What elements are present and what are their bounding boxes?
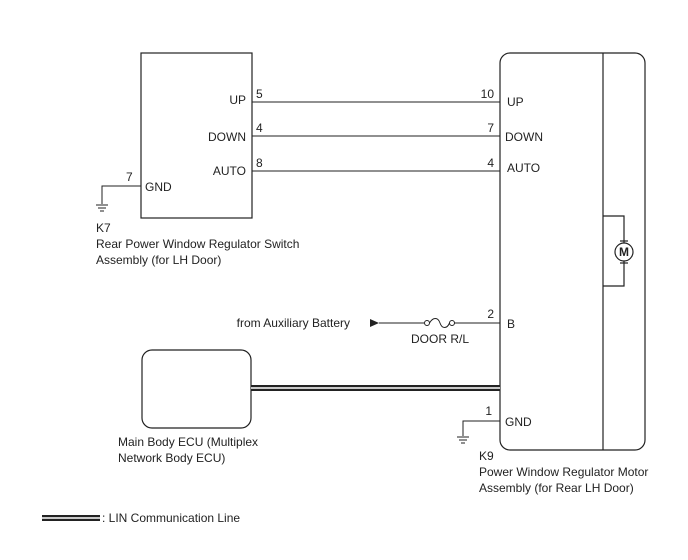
battery-source-label: from Auxiliary Battery xyxy=(237,316,350,330)
fuse-element xyxy=(429,318,450,328)
switch-pin-auto-label: AUTO xyxy=(213,164,246,178)
motor-symbol-letter: M xyxy=(619,245,629,259)
ecu-name-line1: Main Body ECU (Multiplex xyxy=(118,435,258,449)
motor-pin-auto-num: 4 xyxy=(487,156,494,170)
motor-gnd-wire xyxy=(462,420,500,436)
motor-pin-down-label: DOWN xyxy=(505,130,543,144)
motor-assembly-box xyxy=(499,52,646,451)
switch-connector-id: K7 xyxy=(96,221,111,235)
fuse-label: DOOR R/L xyxy=(411,332,469,346)
switch-gnd-label: GND xyxy=(145,180,172,194)
motor-pin-down-num: 7 xyxy=(487,121,494,135)
motor-pin-up-num: 10 xyxy=(481,87,495,101)
switch-name-line1: Rear Power Window Regulator Switch xyxy=(96,237,299,251)
fuse-terminal-right xyxy=(449,320,455,326)
motor-ground-symbol xyxy=(457,436,469,444)
switch-gnd-wire xyxy=(101,185,141,204)
switch-gnd-num: 7 xyxy=(126,170,133,184)
fuse-terminal-left xyxy=(424,320,430,326)
motor-gnd-label: GND xyxy=(505,415,532,429)
motor-pin-b-num: 2 xyxy=(487,307,494,321)
switch-pin-down-label: DOWN xyxy=(208,130,246,144)
switch-pin-auto-num: 8 xyxy=(256,156,263,170)
motor-name-line1: Power Window Regulator Motor xyxy=(479,465,648,479)
switch-name-line2: Assembly (for LH Door) xyxy=(96,253,221,267)
motor-symbol-circle xyxy=(614,242,634,262)
motor-pin-up-label: UP xyxy=(507,95,524,109)
ecu-name-line2: Network Body ECU) xyxy=(118,451,225,465)
legend-lin-label: : LIN Communication Line xyxy=(102,511,240,525)
motor-pin-auto-label: AUTO xyxy=(507,161,540,175)
motor-pin-b-label: B xyxy=(507,317,515,331)
switch-pin-up-label: UP xyxy=(229,93,246,107)
motor-connector-id: K9 xyxy=(479,449,494,463)
switch-pin-up-num: 5 xyxy=(256,87,263,101)
battery-arrow xyxy=(370,319,379,327)
switch-pin-down-num: 4 xyxy=(256,121,263,135)
switch-ground-symbol xyxy=(96,204,108,212)
main-body-ecu-box xyxy=(141,349,252,429)
motor-name-line2: Assembly (for Rear LH Door) xyxy=(479,481,634,495)
motor-gnd-num: 1 xyxy=(485,404,492,418)
